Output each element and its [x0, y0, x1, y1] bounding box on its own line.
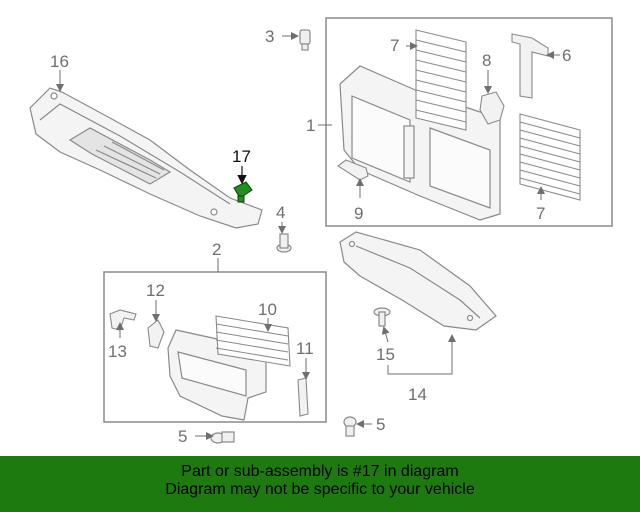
- callout-2: 2: [212, 240, 221, 259]
- part-4-push-pin[interactable]: [276, 233, 292, 253]
- part-8-seal[interactable]: [479, 91, 505, 125]
- leader-lines: [56, 32, 560, 440]
- part-17-clip[interactable]: [233, 181, 253, 203]
- callout-15: 15: [376, 345, 395, 364]
- parts-diagram: 16 17 3 1 7 6 8 9 7 4 2 12 10 11 13 15 1…: [29, 17, 613, 446]
- callout-6: 6: [562, 46, 571, 65]
- part-7-shutter-lower[interactable]: [519, 113, 581, 201]
- part-16-deflector[interactable]: [29, 87, 263, 229]
- callout-8: 8: [482, 51, 491, 70]
- subassembly-box-1: [325, 17, 613, 227]
- callout-7-upper: 7: [390, 36, 399, 55]
- part-12-clip[interactable]: [147, 319, 165, 349]
- subassembly-box-2: [103, 271, 327, 423]
- callout-12: 12: [146, 281, 165, 300]
- callout-1: 1: [306, 116, 315, 135]
- part-14-lower-shield[interactable]: [339, 231, 497, 331]
- footer-banner: Part or sub-assembly is #17 in diagram D…: [0, 456, 640, 512]
- callout-5-left: 5: [178, 427, 187, 446]
- part-11-bracket[interactable]: [297, 377, 309, 417]
- part-5-fastener-left[interactable]: [210, 431, 235, 444]
- footer-line-2: Diagram may not be specific to your vehi…: [165, 481, 475, 498]
- part-15-stud[interactable]: [373, 307, 391, 327]
- callout-7-lower: 7: [536, 204, 545, 223]
- part-13-bracket[interactable]: [109, 309, 137, 331]
- footer-line-1: Part or sub-assembly is #17 in diagram: [181, 463, 459, 480]
- callout-17: 17: [232, 147, 251, 166]
- part-3-screw[interactable]: [299, 29, 311, 51]
- callout-16: 16: [50, 52, 69, 71]
- callout-4: 4: [276, 203, 285, 222]
- callout-5-right: 5: [376, 415, 385, 434]
- part-5-fastener-right[interactable]: [343, 416, 357, 437]
- part-7-shutter-upper[interactable]: [415, 29, 467, 131]
- callout-14: 14: [408, 385, 427, 404]
- part-9-trim[interactable]: [337, 159, 369, 181]
- part-6-bracket[interactable]: [511, 33, 549, 99]
- callout-13: 13: [108, 342, 127, 361]
- callout-9: 9: [354, 204, 363, 223]
- callout-10: 10: [258, 300, 277, 319]
- callout-11: 11: [296, 339, 314, 358]
- callout-3: 3: [265, 27, 274, 46]
